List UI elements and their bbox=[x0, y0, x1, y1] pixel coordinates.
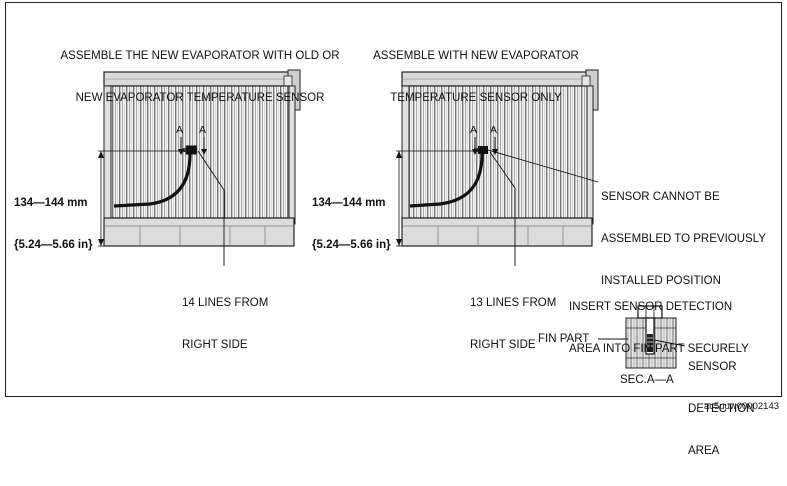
right-warning-line1: SENSOR CANNOT BE bbox=[601, 191, 720, 203]
sensor-label-line2: DETECTION bbox=[688, 403, 755, 415]
right-title-line1: ASSEMBLE WITH NEW EVAPORATOR bbox=[373, 50, 579, 62]
right-panel-title: ASSEMBLE WITH NEW EVAPORATOR TEMPERATURE… bbox=[356, 21, 596, 133]
figure-id: ac5uuw00002143 bbox=[704, 401, 780, 412]
right-dimension: 134—144 mm {5.24—5.66 in} bbox=[312, 168, 391, 280]
right-warning-label: SENSOR CANNOT BE ASSEMBLED TO PREVIOUSLY… bbox=[601, 162, 766, 316]
detail-instruction: INSERT SENSOR DETECTION AREA INTO FIN PA… bbox=[569, 272, 749, 384]
right-lines-line2: RIGHT SIDE bbox=[470, 339, 536, 351]
section-label: SEC.A—A bbox=[620, 374, 674, 386]
left-title-line2: NEW EVAPORATOR TEMPERATURE SENSOR bbox=[75, 92, 325, 104]
diagram-artwork bbox=[98, 69, 686, 369]
right-warning-line3: INSTALLED POSITION bbox=[601, 275, 721, 287]
left-title-line1: ASSEMBLE THE NEW EVAPORATOR WITH OLD OR bbox=[60, 50, 340, 62]
right-title-line2: TEMPERATURE SENSOR ONLY bbox=[390, 92, 562, 104]
left-dimension-mm: 134—144 mm bbox=[14, 197, 88, 209]
right-warning-line2: ASSEMBLED TO PREVIOUSLY bbox=[601, 233, 766, 245]
sensor-label-line1: SENSOR bbox=[688, 361, 737, 373]
left-panel-title: ASSEMBLE THE NEW EVAPORATOR WITH OLD OR … bbox=[40, 21, 360, 133]
detail-instruction-line1: INSERT SENSOR DETECTION bbox=[569, 301, 733, 313]
left-section-mark-2: A bbox=[199, 124, 207, 136]
right-section-mark-1: A bbox=[470, 124, 478, 136]
left-dimension-in: {5.24—5.66 in} bbox=[14, 239, 93, 251]
diagram-frame bbox=[5, 2, 782, 397]
right-lines-label: 13 LINES FROM RIGHT SIDE bbox=[470, 268, 556, 380]
right-lines-line1: 13 LINES FROM bbox=[470, 297, 557, 309]
right-dimension-in: {5.24—5.66 in} bbox=[312, 239, 391, 251]
right-section-mark-2: A bbox=[490, 124, 498, 136]
left-section-mark-1: A bbox=[176, 124, 184, 136]
detail-instruction-line2: AREA INTO FIN PART SECURELY bbox=[569, 343, 749, 355]
sensor-label-line3: AREA bbox=[688, 445, 720, 457]
section-detail bbox=[598, 305, 686, 369]
evaporator-sensor-diagram: ASSEMBLE THE NEW EVAPORATOR WITH OLD OR … bbox=[5, 2, 782, 457]
left-lines-label: 14 LINES FROM RIGHT SIDE bbox=[182, 268, 268, 380]
right-dimension-mm: 134—144 mm bbox=[312, 197, 386, 209]
right-evaporator bbox=[396, 69, 599, 266]
left-evaporator bbox=[98, 69, 301, 266]
left-lines-line2: RIGHT SIDE bbox=[182, 339, 248, 351]
fin-part-label: FIN PART bbox=[538, 333, 590, 345]
left-lines-line1: 14 LINES FROM bbox=[182, 297, 269, 309]
left-dimension: 134—144 mm {5.24—5.66 in} bbox=[14, 168, 93, 280]
